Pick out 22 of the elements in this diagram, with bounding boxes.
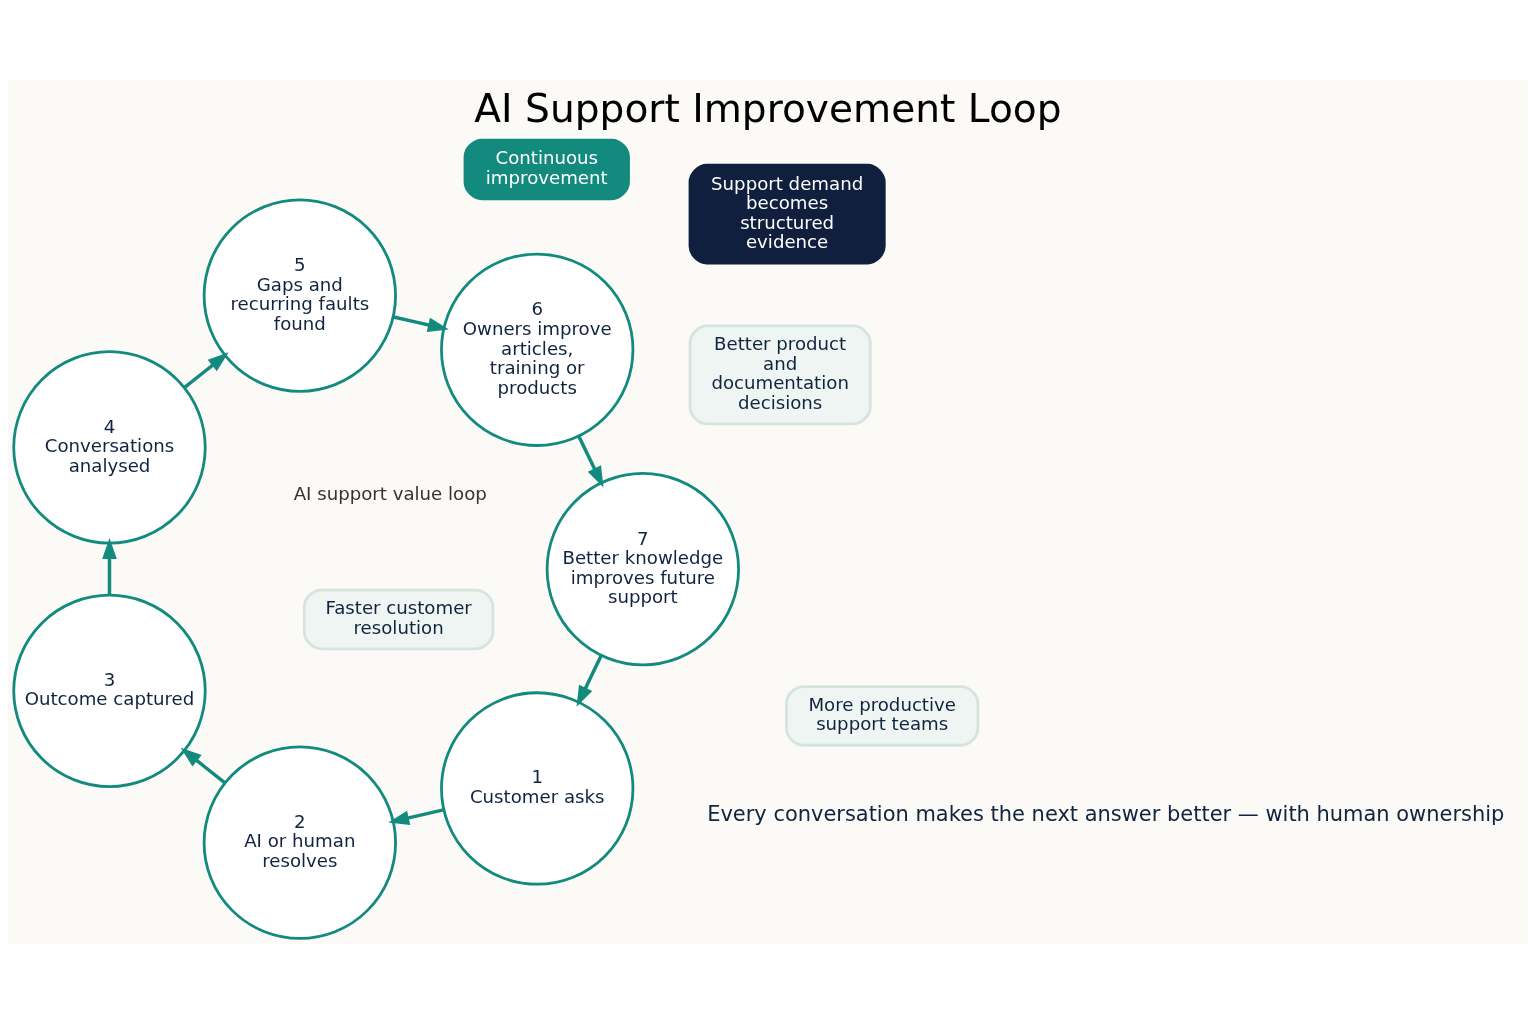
node-circle: 7 Better knowledge improves future support <box>545 472 740 667</box>
node-circle: 4 Conversations analysed <box>12 350 207 545</box>
diagram-title: AI Support Improvement Loop <box>474 86 1062 132</box>
node-circle: 1 Customer asks <box>440 691 635 886</box>
node-box: Better product and documentation decisions <box>688 324 872 426</box>
node-circle: 2 AI or human resolves <box>202 745 397 940</box>
arrow <box>577 435 604 488</box>
arrow <box>183 352 229 389</box>
arrow <box>393 315 449 333</box>
node-box: Continuous improvement <box>463 138 630 201</box>
node-circle: 3 Outcome captured <box>12 593 207 788</box>
label: Every conversation makes the next answer better — with human ownership <box>707 802 1505 827</box>
arrow <box>102 538 117 595</box>
arrow <box>180 747 226 785</box>
arrow <box>576 655 603 707</box>
arrow <box>388 808 444 825</box>
node-circle: 6 Owners improve articles, training or products <box>440 252 635 447</box>
caption: AI support value loop <box>293 482 487 504</box>
node-box: More productive support teams <box>785 685 980 747</box>
node-box: Support demand becomes structured evidence <box>688 163 886 265</box>
node-box: Faster customer resolution <box>302 588 495 651</box>
node-circle: 5 Gaps and recurring faults found <box>202 198 397 393</box>
